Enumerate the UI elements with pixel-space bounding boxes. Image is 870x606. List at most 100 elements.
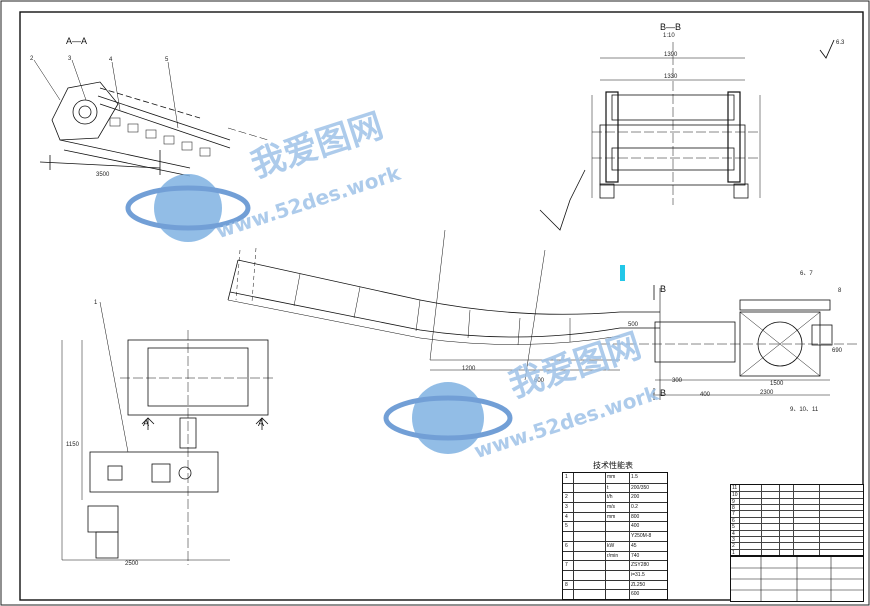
part-label-5: 5 xyxy=(165,57,169,63)
performance-cell: t/h xyxy=(607,494,613,501)
bom-index: 3 xyxy=(732,536,735,543)
dim-500: 500 xyxy=(628,322,639,328)
bom-col-divider xyxy=(779,485,780,555)
section-aa-view xyxy=(33,59,269,177)
performance-row: r/min 740 xyxy=(563,550,667,561)
drive-head-view xyxy=(600,288,860,400)
performance-row: 7 ZSY280 xyxy=(563,560,667,570)
performance-cell: r/min xyxy=(607,552,619,559)
performance-cell: 200/350 xyxy=(631,484,650,491)
bom-index: 5 xyxy=(732,524,735,531)
performance-table-title: 技术性能表 xyxy=(593,461,633,470)
bom-index: 2 xyxy=(732,543,735,550)
performance-cell: 45 xyxy=(631,542,637,549)
performance-col-divider xyxy=(573,473,574,599)
performance-cell: 2 xyxy=(565,494,568,501)
cyan-marker xyxy=(620,265,625,281)
dim-300: 300 xyxy=(672,378,683,384)
part-label-6-7: 6、7 xyxy=(800,271,813,277)
section-aa-title: A—A xyxy=(66,36,88,46)
section-mark-b-top: B xyxy=(660,284,667,294)
bom-index: 7 xyxy=(732,511,735,518)
bom-row: 2 xyxy=(731,542,863,550)
bom-row: 4 xyxy=(731,529,863,537)
dim-600: 600 xyxy=(534,378,545,384)
bom-row: 3 xyxy=(731,535,863,543)
roughness-value: 6.3 xyxy=(836,40,845,46)
bom-index: 9 xyxy=(732,498,735,505)
bom-row: 5 xyxy=(731,523,863,531)
dim-1390: 1390 xyxy=(664,52,678,58)
performance-cell: 6 xyxy=(565,542,568,549)
bom-index: 6 xyxy=(732,517,735,524)
dim-2500: 2500 xyxy=(125,561,139,567)
bom-index: 1 xyxy=(732,549,735,556)
performance-cell: t xyxy=(607,484,609,491)
performance-cell: 400 xyxy=(631,523,640,530)
title-block xyxy=(730,556,864,602)
title-block-grid xyxy=(731,557,863,601)
part-label-4: 4 xyxy=(109,57,113,63)
dim-2300: 2300 xyxy=(760,390,774,396)
performance-cell: i=31.5 xyxy=(631,571,645,578)
dim-1200: 1200 xyxy=(462,366,476,372)
part-label-8: 8 xyxy=(838,288,842,294)
part-label-1: 1 xyxy=(94,300,98,306)
bom-row: 6 xyxy=(731,516,863,524)
roughness-symbol xyxy=(819,39,835,59)
performance-row: 600 xyxy=(563,589,667,599)
part-label-2: 2 xyxy=(30,56,34,62)
watermark-graphic xyxy=(125,174,513,454)
section-arrows xyxy=(141,285,655,430)
bom-row: 10 xyxy=(731,491,863,499)
performance-cell: 0.2 xyxy=(631,504,638,511)
dim-1500: 1500 xyxy=(770,381,784,387)
bom-index: 8 xyxy=(732,505,735,512)
performance-cell: 740 xyxy=(631,552,640,559)
bom-row: 8 xyxy=(731,504,863,512)
section-bb-view xyxy=(591,42,761,205)
performance-cell: kW xyxy=(607,542,615,549)
performance-cell: ZSY280 xyxy=(631,562,650,569)
dim-690: 690 xyxy=(832,348,843,354)
bom-col-divider xyxy=(761,485,762,555)
performance-cell: 5 xyxy=(565,523,568,530)
performance-cell: 7 xyxy=(565,562,568,569)
dim-400: 400 xyxy=(700,392,711,398)
performance-row: 6 kW 45 xyxy=(563,540,667,551)
section-bb-title: B—B xyxy=(660,22,682,32)
dim-1330: 1330 xyxy=(664,74,678,80)
performance-cell: 3 xyxy=(565,504,568,511)
performance-cell: 1 xyxy=(565,474,568,480)
performance-row: 2 t/h 200 xyxy=(563,492,667,502)
performance-col-divider xyxy=(605,473,606,599)
performance-cell: 200 xyxy=(631,494,640,501)
performance-row: Y250M-8 xyxy=(563,531,667,541)
performance-cell: 600 xyxy=(631,591,640,598)
performance-row: i=31.5 xyxy=(563,569,667,580)
dim-3500: 3500 xyxy=(96,172,110,178)
bom-col-divider xyxy=(793,485,794,555)
performance-col-divider xyxy=(629,473,630,599)
bom-col-divider xyxy=(739,485,740,555)
performance-row: 5 400 xyxy=(563,521,667,531)
performance-row: t 200/350 xyxy=(563,482,667,493)
bom-index: 10 xyxy=(732,492,738,499)
bom-row: 7 xyxy=(731,510,863,518)
bom-row: 9 xyxy=(731,497,863,505)
performance-cell: 4 xyxy=(565,513,568,520)
performance-cell: Y250M-8 xyxy=(631,533,652,540)
part-label-3: 3 xyxy=(68,56,72,62)
performance-cell: mm xyxy=(607,474,616,480)
conveyor-main-view xyxy=(227,169,660,381)
inner-border xyxy=(19,11,864,601)
bom-row: 1 xyxy=(731,548,863,556)
